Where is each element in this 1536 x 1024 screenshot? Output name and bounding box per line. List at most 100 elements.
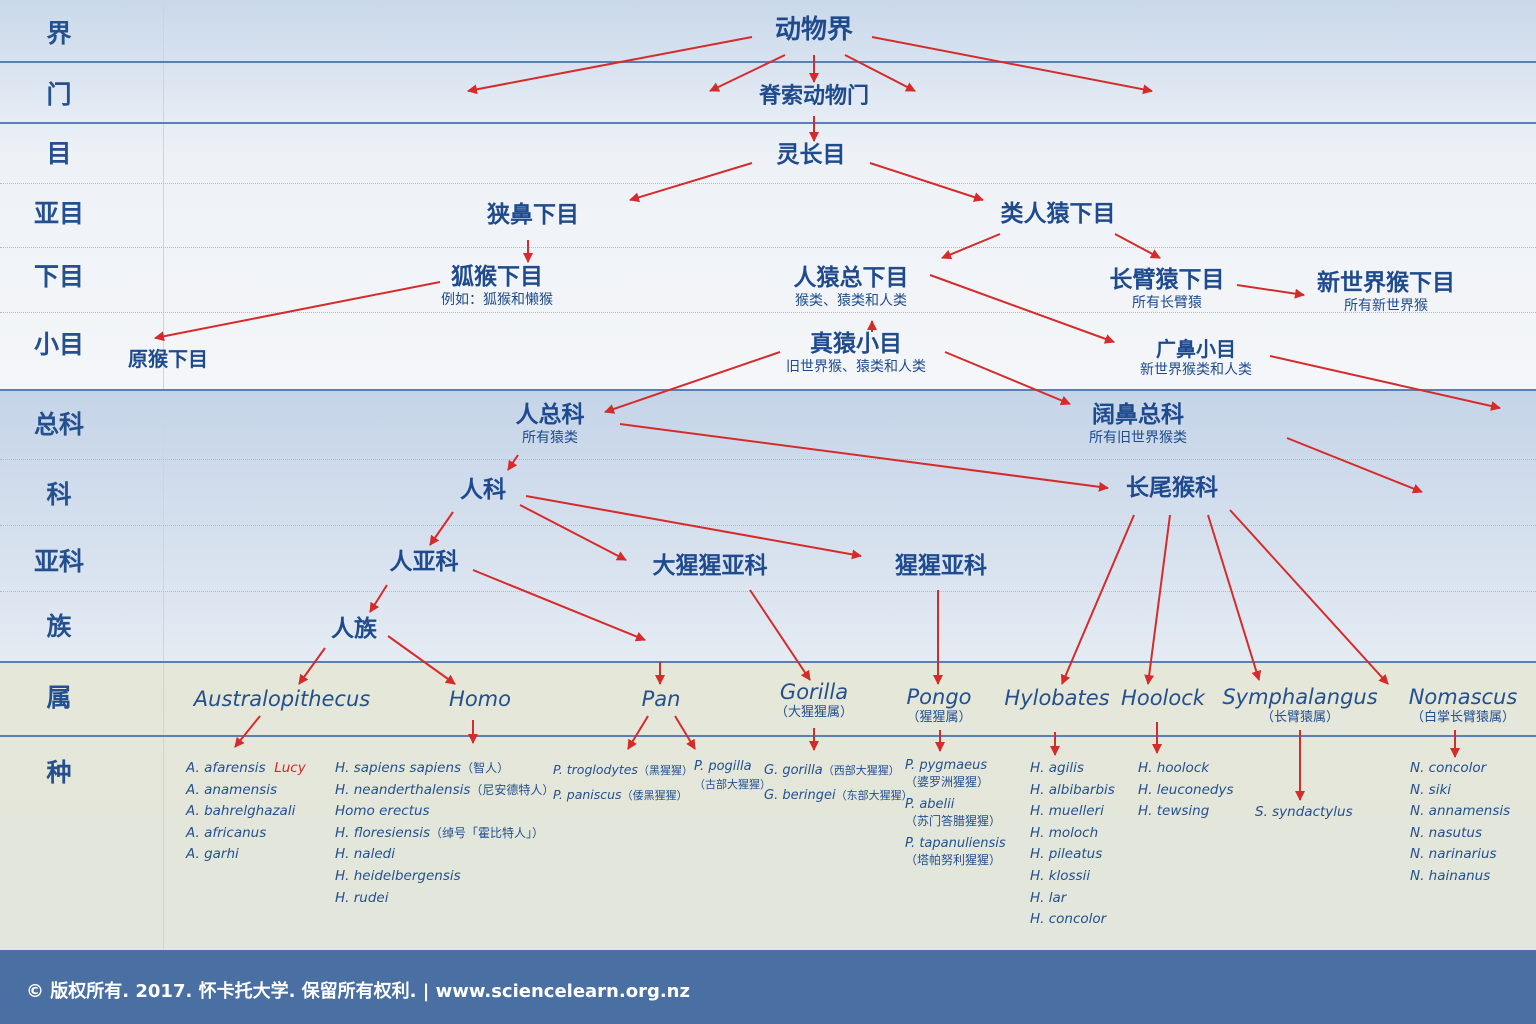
band-top (0, 0, 1536, 390)
genus-hoolock: Hoolock (1121, 686, 1205, 710)
species-lucy: Lucy (274, 760, 306, 776)
node-phylum: 脊索动物门 (758, 84, 870, 109)
node-title: 新世界猴下目 (1317, 270, 1455, 296)
species-name: H. floresiensis (335, 824, 431, 841)
species-pongo: P. pygmaeus （婆罗洲猩猩） P. abelii （苏门答腊猩猩） P… (905, 758, 1006, 868)
node-platyrrhini-infra: 新世界猴下目 所有新世界猴 (1317, 270, 1455, 315)
arrow (472, 569, 646, 642)
arrow-layer (154, 36, 1501, 801)
node-title: 原猴下目 (128, 347, 208, 371)
rule-subfamily (0, 591, 1536, 592)
rank-label: 亚科 (33, 547, 84, 576)
node-subtitle: 新世界猴类和人类 (1140, 362, 1252, 378)
arrow (507, 454, 519, 471)
genus-symphalangus: Symphalangus （长臂猿属） (1222, 685, 1377, 725)
species-item: N. nasutus (1410, 824, 1482, 841)
species-cn: （倭黑猩猩） (621, 789, 688, 802)
arrow (1060, 514, 1135, 685)
species-item: H. albibarbis (1030, 781, 1115, 798)
arrow (941, 233, 1001, 260)
node-subtitle: 例如：狐猴和懒猴 (441, 292, 553, 309)
node-title: 脊索动物门 (758, 84, 870, 109)
arrow (619, 423, 1109, 492)
species-item: N. narinarius (1410, 846, 1497, 863)
arrow (929, 274, 1115, 344)
species-item: A. anamensis (186, 781, 277, 798)
copyright-text: © 版权所有. 2017. 怀卡托大学. 保留所有权利. | www.scien… (26, 981, 690, 1002)
rank-label: 界 (46, 19, 72, 48)
arrow (627, 715, 649, 750)
rule-kingdom (0, 61, 1536, 63)
species-cn: （婆罗洲猩猩） (905, 775, 990, 789)
species-name: P. abelii (905, 797, 955, 812)
node-hominidae: 人科 (460, 477, 506, 503)
arrow (1236, 284, 1305, 299)
node-title: 大猩猩亚科 (652, 553, 768, 579)
arrow (709, 54, 786, 92)
rank-label: 下目 (33, 262, 84, 291)
rank-label: 种 (46, 758, 72, 787)
node-kingdom: 动物界 (775, 16, 853, 45)
species-item: P. troglodytes（黑猩猩） (553, 758, 693, 783)
node-title: 人亚科 (389, 549, 459, 575)
genus-gorilla: Gorilla （大猩猩属） (775, 680, 853, 720)
node-title: 狐猴下目 (451, 264, 543, 290)
arrow (1286, 437, 1423, 494)
node-title: 人总科 (515, 402, 585, 428)
genus-cn: （白掌长臂猿属） (1410, 710, 1515, 726)
node-tarsiiformes: 长臂猿下目 所有长臂猿 (1109, 267, 1225, 312)
rank-label: 属 (46, 683, 72, 712)
node-subtitle: 所有新世界猴 (1344, 298, 1428, 315)
node-title: 长臂猿下目 (1109, 267, 1225, 293)
species-item: H. moloch (1030, 824, 1099, 841)
rank-label: 族 (46, 612, 72, 641)
node-hominoidea: 人总科 所有猿类 (515, 402, 585, 447)
arrow (1207, 514, 1262, 681)
species-cn: （智人） (461, 761, 510, 775)
genus-name: Homo (449, 687, 511, 711)
node-subtitle: 旧世界猴、猿类和人类 (786, 359, 926, 376)
node-homininae: 人亚科 (389, 549, 459, 575)
node-subtitle: 所有旧世界猴类 (1089, 430, 1187, 447)
genus-name: Australopithecus (193, 687, 371, 711)
species-name: P. tapanuliensis (905, 836, 1006, 851)
genus-name: Pongo (906, 685, 972, 709)
node-simiiformes: 人猿总下目 猴类、猿类和人类 (794, 265, 909, 310)
species-item: P. paniscus（倭黑猩猩） (553, 783, 693, 808)
species-cn: （塔帕努利猩猩） (905, 853, 1002, 867)
species-name: H. heidelbergensis (335, 867, 461, 884)
species-item: N. concolor (1410, 760, 1487, 776)
node-title: 灵长目 (776, 142, 846, 168)
species-hylobates: H. agilis H. albibarbis H. muelleri H. m… (1030, 758, 1115, 931)
species-cn: （西部大猩猩） (822, 764, 900, 777)
species-item: H. pileatus (1030, 846, 1103, 863)
node-gorillinae: 大猩猩亚科 (652, 553, 768, 579)
species-item: H. agilis (1030, 760, 1084, 776)
node-haplorhini: 类人猿下目 (1001, 201, 1116, 227)
genus-pan: Pan (642, 687, 681, 711)
species-hoolock: H. hoolock H. leuconedys H. tewsing (1138, 758, 1233, 823)
species-item: G. beringei（东部大猩猩） (764, 783, 913, 808)
node-strepsirrhini: 狭鼻下目 (487, 202, 579, 228)
species-name: P. troglodytes (553, 762, 638, 777)
species-item: H. leuconedys (1138, 781, 1234, 798)
species-item: H. hoolock (1138, 760, 1210, 776)
arrow (298, 647, 326, 685)
footer-bar: © 版权所有. 2017. 怀卡托大学. 保留所有权利. | www.scien… (0, 950, 1536, 1024)
species-item: Homo erectus (335, 801, 554, 823)
node-subtitle: 所有长臂猿 (1132, 295, 1202, 312)
species-item: A. afarensis Lucy (186, 758, 306, 780)
species-item: H. sapiens sapiens（智人） (335, 758, 554, 780)
species-cn: （绰号「霍比特人」） (430, 825, 545, 840)
rank-label: 目 (46, 139, 72, 168)
arrow (1144, 514, 1171, 685)
species-item: A. bahrelghazali (186, 803, 296, 820)
node-ponginae: 猩猩亚科 (895, 553, 987, 579)
rule-tribe (0, 661, 1536, 663)
species-cn: （黑猩猩） (637, 764, 693, 777)
species-item: H. tewsing (1138, 803, 1210, 820)
node-title: 长尾猴科 (1126, 475, 1218, 501)
node-catarrhini: 真猿小目 旧世界猴、猿类和人类 (786, 331, 926, 376)
node-title: 猩猩亚科 (895, 553, 987, 579)
species-name: P. pogilla (694, 759, 752, 774)
